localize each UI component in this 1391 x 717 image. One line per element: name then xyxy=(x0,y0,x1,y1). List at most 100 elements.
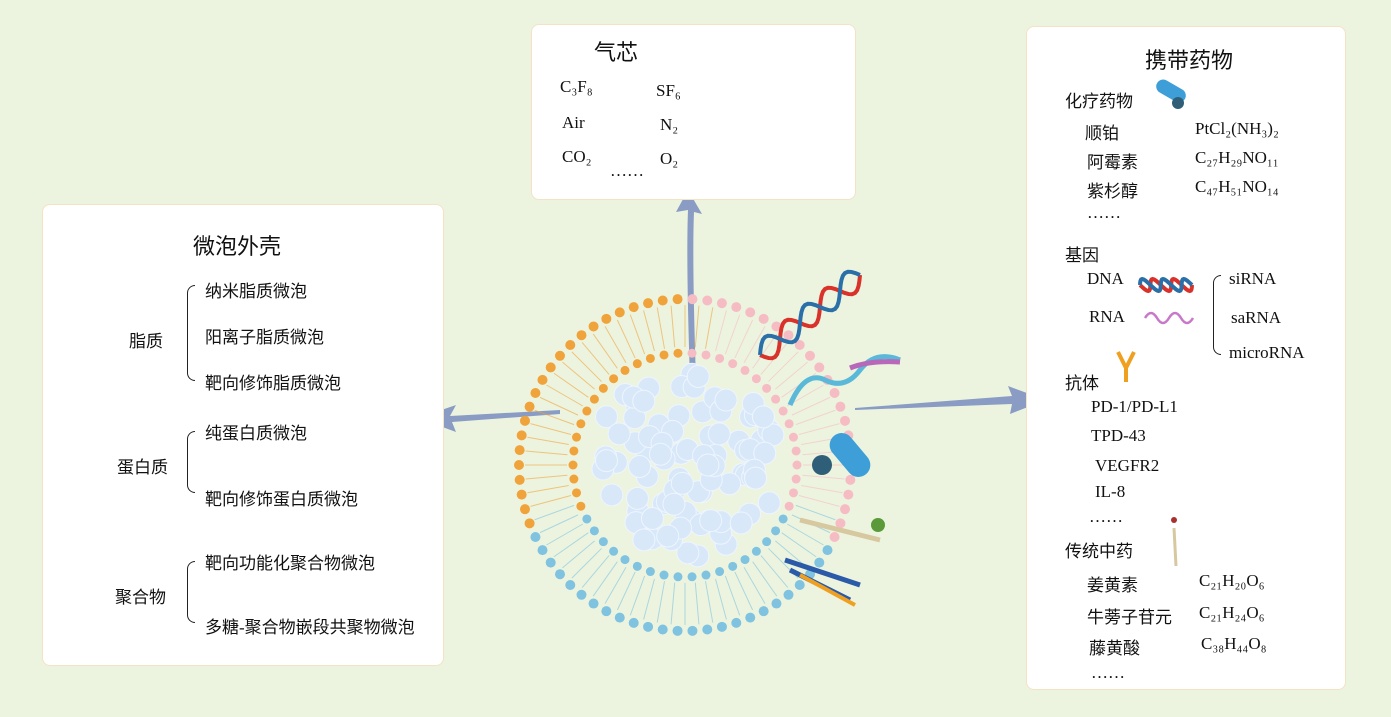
shell-head xyxy=(657,624,668,635)
antibody-item: PD-1/PD-L1 xyxy=(1091,397,1178,416)
shell-head xyxy=(673,348,683,358)
gas-item: CO₂ xyxy=(562,147,592,166)
lipid-tail xyxy=(775,361,808,390)
shell-head xyxy=(740,365,750,375)
shell-head xyxy=(728,561,738,571)
strand xyxy=(758,269,861,356)
shell-head xyxy=(572,488,582,498)
shell-head xyxy=(565,340,576,351)
lipid-tail xyxy=(715,578,727,620)
gas-bubble xyxy=(699,509,723,533)
shell-head xyxy=(701,570,711,580)
group-label-polymer: 聚合物 xyxy=(115,588,166,607)
shell-head xyxy=(784,501,794,511)
shell-head xyxy=(822,545,833,556)
shell-head xyxy=(537,374,548,385)
shell-head xyxy=(840,415,851,426)
shell-item: 靶向修饰脂质微泡 xyxy=(205,374,341,393)
shell-head xyxy=(582,514,592,524)
shell-head xyxy=(632,561,642,571)
shell-head xyxy=(791,446,801,456)
cargo-title: 携带药物 xyxy=(1145,48,1234,73)
gas-item: N₂ xyxy=(660,115,679,134)
capsule-icon xyxy=(829,433,871,477)
shell-head xyxy=(771,321,782,332)
gas-item: C₃F₈ xyxy=(560,77,593,96)
lipid-tail xyxy=(534,409,575,426)
lipid-tail xyxy=(715,310,727,352)
shell-head xyxy=(783,589,794,600)
lipid-tail xyxy=(616,319,636,359)
gas-bubble xyxy=(632,389,656,413)
lipid-tail xyxy=(795,409,836,426)
lipid-tail xyxy=(539,396,579,416)
lipid-tail xyxy=(752,333,778,369)
lipid-tail xyxy=(704,307,714,349)
shell-head xyxy=(783,330,794,341)
shell-head xyxy=(609,374,619,384)
lipid-tail xyxy=(694,305,700,348)
herb-leaf-icon xyxy=(871,518,885,532)
strand xyxy=(1138,276,1194,294)
shell-head xyxy=(516,489,527,500)
rna-icon xyxy=(1143,311,1195,325)
shell-head xyxy=(645,353,655,363)
gas-bubble xyxy=(696,453,720,477)
shell-head xyxy=(814,557,825,568)
gas-bubble xyxy=(607,422,631,446)
lipid-tail xyxy=(539,514,579,534)
shell-head xyxy=(751,546,761,556)
shell-head xyxy=(601,606,612,617)
lipid-tail xyxy=(781,532,817,558)
lipid-tail xyxy=(798,495,840,507)
shell-head xyxy=(784,419,794,429)
shell-head xyxy=(632,359,642,369)
shell-head xyxy=(673,572,683,582)
drug-name: 姜黄素 xyxy=(1087,576,1138,595)
gas-core-title: 气芯 xyxy=(594,40,639,65)
arrow-left xyxy=(418,405,560,432)
shell-head xyxy=(588,598,599,609)
gas-bubble xyxy=(662,492,686,516)
rna-type: microRNA xyxy=(1229,343,1305,362)
lipid-tail xyxy=(571,351,602,382)
shell-item: 靶向修饰蛋白质微泡 xyxy=(205,490,358,509)
shell-head xyxy=(835,518,846,529)
shell-head xyxy=(716,621,727,632)
chemo-label: 化疗药物 xyxy=(1065,92,1133,111)
gas-core-panel: 气芯 C₃F₈ SF₆ Air N₂ CO₂ O₂ …… xyxy=(531,24,856,200)
shell-head xyxy=(835,401,846,412)
shell-head xyxy=(731,617,742,628)
shell-head xyxy=(687,348,697,358)
arrow-up xyxy=(676,190,702,380)
shell-head xyxy=(778,406,788,416)
shell-head xyxy=(524,518,535,529)
capsule-icon xyxy=(1156,79,1186,103)
shell-head xyxy=(702,295,713,306)
shell-head xyxy=(751,374,761,384)
lipid-tail xyxy=(616,571,636,611)
shell-head xyxy=(524,401,535,412)
group-label-lipid: 脂质 xyxy=(129,332,163,351)
shell-head xyxy=(601,313,612,324)
lipid-tail xyxy=(795,504,836,521)
shell-head xyxy=(791,474,801,484)
shell-head xyxy=(598,383,608,393)
tcm-label: 传统中药 xyxy=(1065,542,1133,561)
shell-head xyxy=(788,432,798,442)
lipid-tail xyxy=(546,384,584,407)
gas-bubble xyxy=(628,454,652,478)
shell-head xyxy=(519,504,530,515)
lipid-tail xyxy=(562,361,595,390)
antibody-icon xyxy=(799,573,856,607)
gas-bubble xyxy=(625,486,649,510)
shell-head xyxy=(771,394,781,404)
lipid-tail xyxy=(604,566,627,604)
shell-head xyxy=(589,526,599,536)
shell-head xyxy=(659,570,669,580)
dna-label: DNA xyxy=(1087,269,1124,288)
lipid-tail xyxy=(629,314,646,355)
lipid-tail xyxy=(534,504,575,521)
shell-head xyxy=(771,526,781,536)
